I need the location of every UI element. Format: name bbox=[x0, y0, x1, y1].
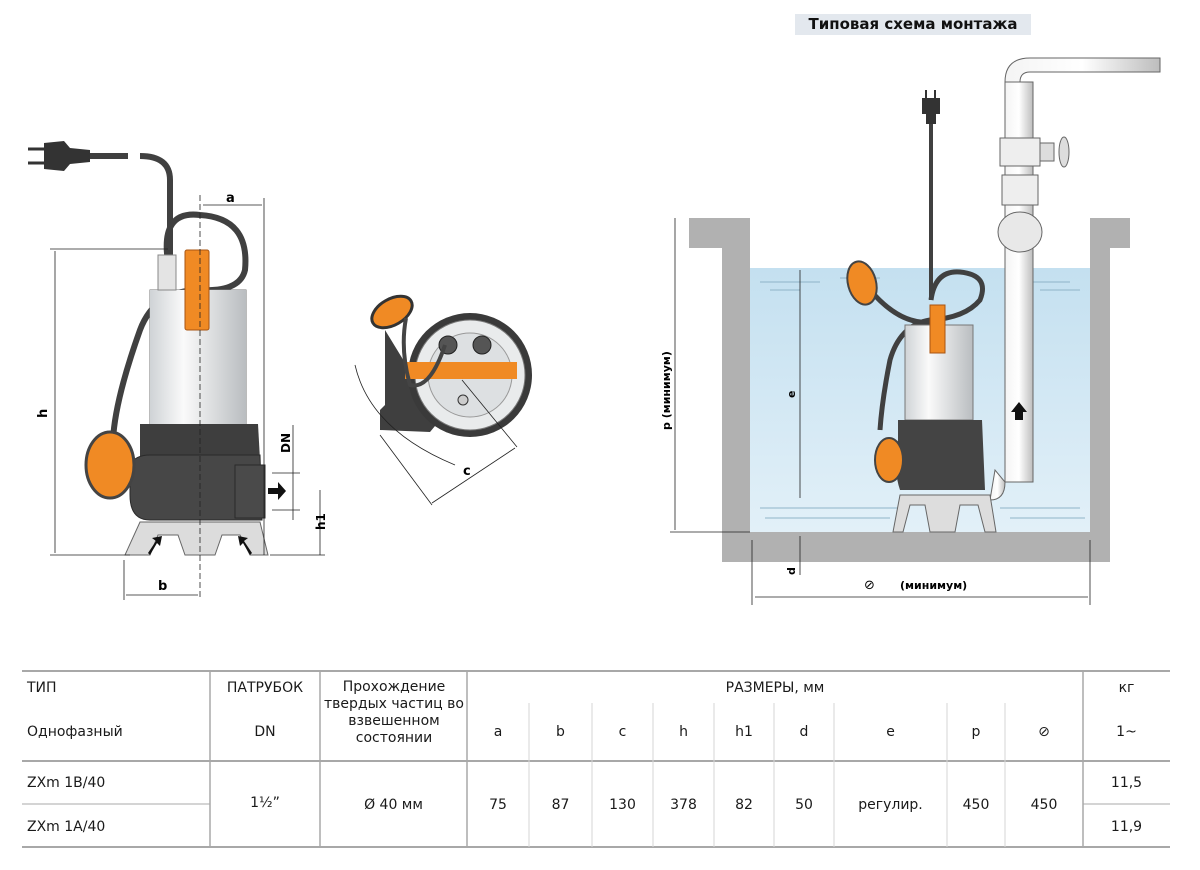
dim-value-h: 378 bbox=[670, 797, 697, 813]
header-dimensions: РАЗМЕРЫ, мм bbox=[725, 680, 825, 696]
dim-value-c: 130 bbox=[609, 797, 636, 813]
dim-value-b: 87 bbox=[551, 797, 570, 813]
header-weight-phase: 1~ bbox=[1116, 724, 1137, 740]
model-name: ZXm 1A/40 bbox=[27, 819, 106, 835]
inlet-arrow-right bbox=[238, 536, 252, 555]
float-cable-loop bbox=[110, 211, 249, 441]
float-switch-lower bbox=[874, 437, 904, 483]
discharge-outlet bbox=[234, 464, 266, 519]
install-diagram-title: Типовая схема монтажа bbox=[795, 14, 1031, 35]
power-plug-icon bbox=[28, 141, 90, 171]
dim-symbol-width: ⊘ bbox=[864, 578, 875, 593]
float-switch-top bbox=[370, 294, 414, 330]
power-plug-icon bbox=[922, 90, 940, 124]
dim-value-e: регулир. bbox=[858, 797, 923, 813]
dim-label-h1: h1 bbox=[314, 513, 328, 530]
dim-label-c: c bbox=[463, 464, 471, 479]
dim-value-width: 450 bbox=[1030, 797, 1058, 813]
header-phase: Однофазный bbox=[27, 724, 123, 740]
dim-col-h1: h1 bbox=[735, 724, 753, 740]
dim-col-width: ⊘ bbox=[1038, 724, 1050, 740]
dim-col-b: b bbox=[556, 724, 565, 740]
dim-label-a: a bbox=[226, 191, 235, 206]
inlet-arrow-left bbox=[148, 536, 162, 555]
dim-label-dn: DN bbox=[279, 433, 293, 453]
header-nozzle: ПАТРУБОК bbox=[226, 680, 304, 696]
dim-label-width-min: (минимум) bbox=[900, 579, 967, 592]
dim-value-d: 50 bbox=[795, 797, 813, 813]
pump-top-view-diagram: c bbox=[354, 294, 532, 506]
outlet-cap bbox=[184, 249, 210, 331]
header-weight: кг bbox=[1118, 680, 1135, 696]
outlet-arrow bbox=[268, 482, 286, 500]
dim-label-p: p (минимум) bbox=[660, 351, 673, 430]
dim-label-d: d bbox=[785, 567, 798, 575]
dim-col-d: d bbox=[799, 724, 809, 740]
installation-diagram: p (минимум) e d ⊘ (минимум) bbox=[660, 57, 1161, 605]
dim-col-h: h bbox=[679, 724, 688, 740]
dim-col-p: p bbox=[971, 724, 981, 740]
discharge-pipe bbox=[989, 57, 1161, 501]
pump-feet bbox=[124, 521, 269, 556]
header-type: ТИП bbox=[27, 680, 57, 696]
dim-col-e: e bbox=[886, 724, 895, 740]
pump-side-view-diagram: a h b DN h1 bbox=[28, 141, 328, 600]
dim-col-a: a bbox=[493, 724, 503, 740]
dim-value-p: 450 bbox=[962, 797, 990, 813]
handle-bar bbox=[405, 362, 517, 379]
dim-value-h1: 82 bbox=[735, 797, 753, 813]
dim-label-b: b bbox=[158, 579, 167, 594]
weight-value: 11,5 bbox=[1110, 775, 1143, 791]
dim-label-h: h bbox=[36, 409, 51, 418]
weight-value: 11,9 bbox=[1110, 819, 1143, 835]
flow-up-arrow-icon bbox=[1011, 402, 1027, 420]
pump-base bbox=[895, 420, 985, 490]
pit-wall bbox=[689, 218, 1130, 562]
model-name: ZXm 1B/40 bbox=[27, 775, 106, 791]
nozzle-dn-value: 1½” bbox=[250, 795, 280, 811]
dim-col-c: c bbox=[618, 724, 627, 740]
header-nozzle-dn: DN bbox=[254, 724, 276, 740]
spec-table-lines bbox=[22, 670, 1170, 848]
power-cable bbox=[90, 153, 173, 262]
dim-value-a: 75 bbox=[489, 797, 507, 813]
solids-value: Ø 40 мм bbox=[364, 797, 423, 813]
float-switch bbox=[84, 430, 136, 500]
float-switch-upper bbox=[846, 260, 878, 306]
dim-label-e: e bbox=[785, 391, 798, 398]
header-solids: Прохождение твердых частиц во взвешенном… bbox=[324, 679, 464, 746]
